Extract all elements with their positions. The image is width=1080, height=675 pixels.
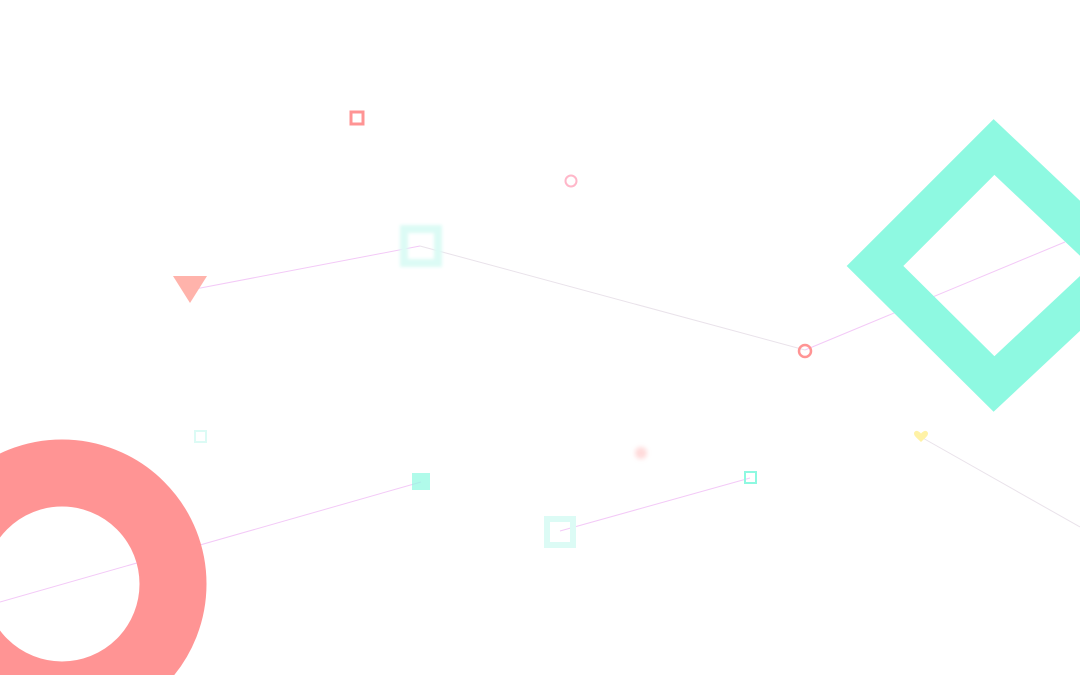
connector-lines <box>0 241 1080 603</box>
small-circle-outline-top <box>564 174 578 188</box>
large-diamond-outline <box>846 119 1080 412</box>
small-filled-square <box>412 473 430 490</box>
shapes <box>0 110 1080 675</box>
small-circle-outline-mid <box>797 343 813 359</box>
line-ring-to-filled-square <box>0 481 422 603</box>
line-triangle-to-glow-square <box>189 245 421 291</box>
small-triangle <box>173 276 207 303</box>
line-glow-square-to-circle <box>419 245 806 351</box>
tiny-heart <box>914 430 928 442</box>
small-square-outline-top <box>349 110 365 126</box>
tiny-square-outline-left <box>194 430 207 443</box>
line-heart-to-edge <box>920 436 1080 528</box>
square-outline-bottom <box>544 516 576 548</box>
blurred-dot <box>635 447 647 459</box>
tiny-square-outline-right <box>744 471 757 484</box>
line-circle-to-diamond <box>804 241 1066 351</box>
glow-square-outline <box>400 225 442 267</box>
line-bottom-square-to-right-square <box>559 477 751 532</box>
large-ring <box>0 439 207 675</box>
